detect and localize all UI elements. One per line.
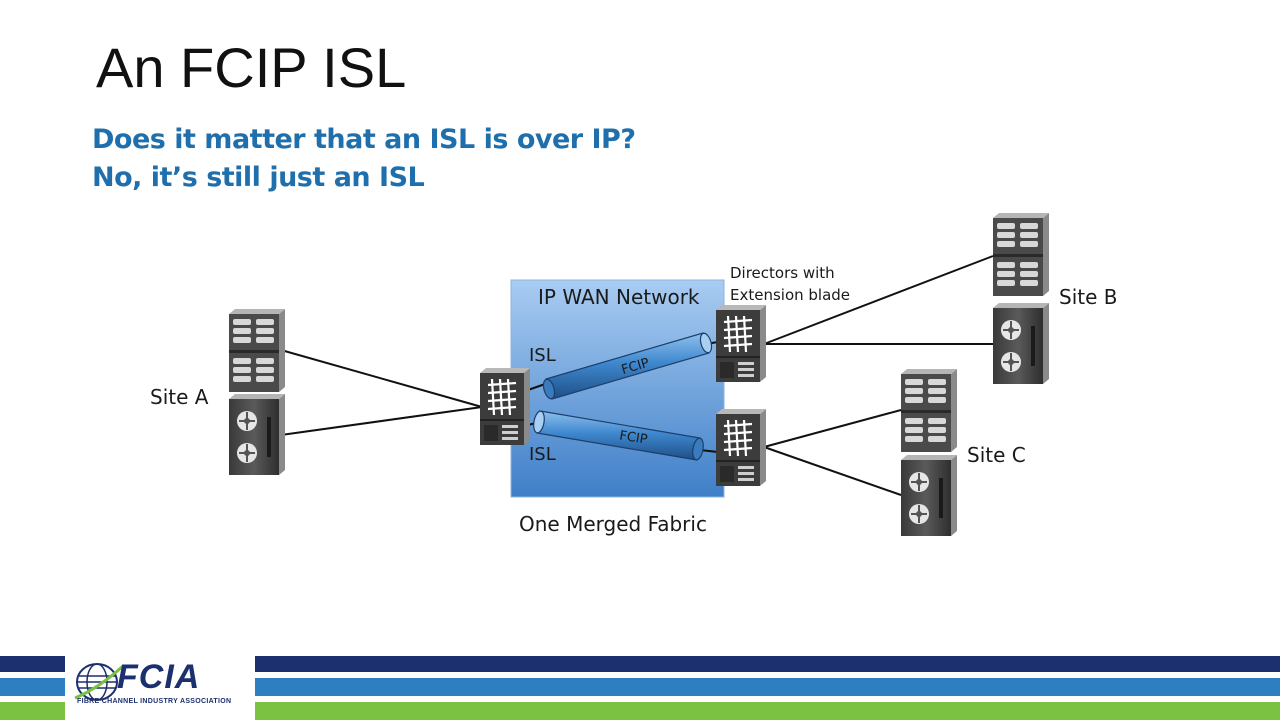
central-director-switch bbox=[478, 366, 532, 447]
site-c-label: Site C bbox=[967, 443, 1026, 467]
connection-lines bbox=[280, 255, 994, 496]
directors-label-line1: Directors with bbox=[730, 264, 835, 282]
site-c-tape-library bbox=[900, 454, 958, 537]
globe-icon bbox=[74, 663, 125, 701]
footer-stripe-blue bbox=[0, 678, 1280, 696]
footer-stripe-green bbox=[0, 702, 1280, 720]
site-b-label: Site B bbox=[1059, 285, 1117, 309]
fcip-diagram: IP WAN Network FCIP FCIP ISL ISL bbox=[150, 213, 1117, 537]
subtitle-question: Does it matter that an ISL is over IP? bbox=[92, 124, 636, 155]
slide-title: An FCIP ISL bbox=[96, 36, 407, 99]
isl-label-bottom: ISL bbox=[529, 444, 556, 465]
director-site-b bbox=[714, 303, 768, 384]
footer-band bbox=[0, 652, 1280, 720]
merged-fabric-label: One Merged Fabric bbox=[519, 512, 707, 536]
isl-label-top: ISL bbox=[529, 345, 556, 366]
footer-stripe-navy bbox=[0, 656, 1280, 672]
fcip-label-bottom: FCIP bbox=[618, 428, 648, 447]
site-b-tape-library bbox=[992, 302, 1050, 385]
fcia-logo: FCIA FIBRE CHANNEL INDUSTRY ASSOCIATION bbox=[65, 652, 255, 720]
site-a-tape-library bbox=[228, 393, 286, 476]
site-c-storage-array bbox=[901, 369, 957, 452]
site-a-storage-array bbox=[229, 309, 285, 392]
logo-wordmark: FCIA bbox=[117, 658, 201, 696]
wan-label: IP WAN Network bbox=[538, 285, 700, 309]
subtitle-answer: No, it’s still just an ISL bbox=[92, 162, 425, 193]
fcip-tunnel-bottom bbox=[533, 410, 704, 461]
fcip-tunnel-top bbox=[542, 332, 713, 400]
site-b-storage-array bbox=[993, 213, 1049, 296]
directors-label-line2: Extension blade bbox=[730, 286, 850, 304]
logo-tagline: FIBRE CHANNEL INDUSTRY ASSOCIATION bbox=[77, 698, 232, 705]
director-site-c bbox=[714, 407, 768, 488]
site-a-label: Site A bbox=[150, 385, 209, 409]
